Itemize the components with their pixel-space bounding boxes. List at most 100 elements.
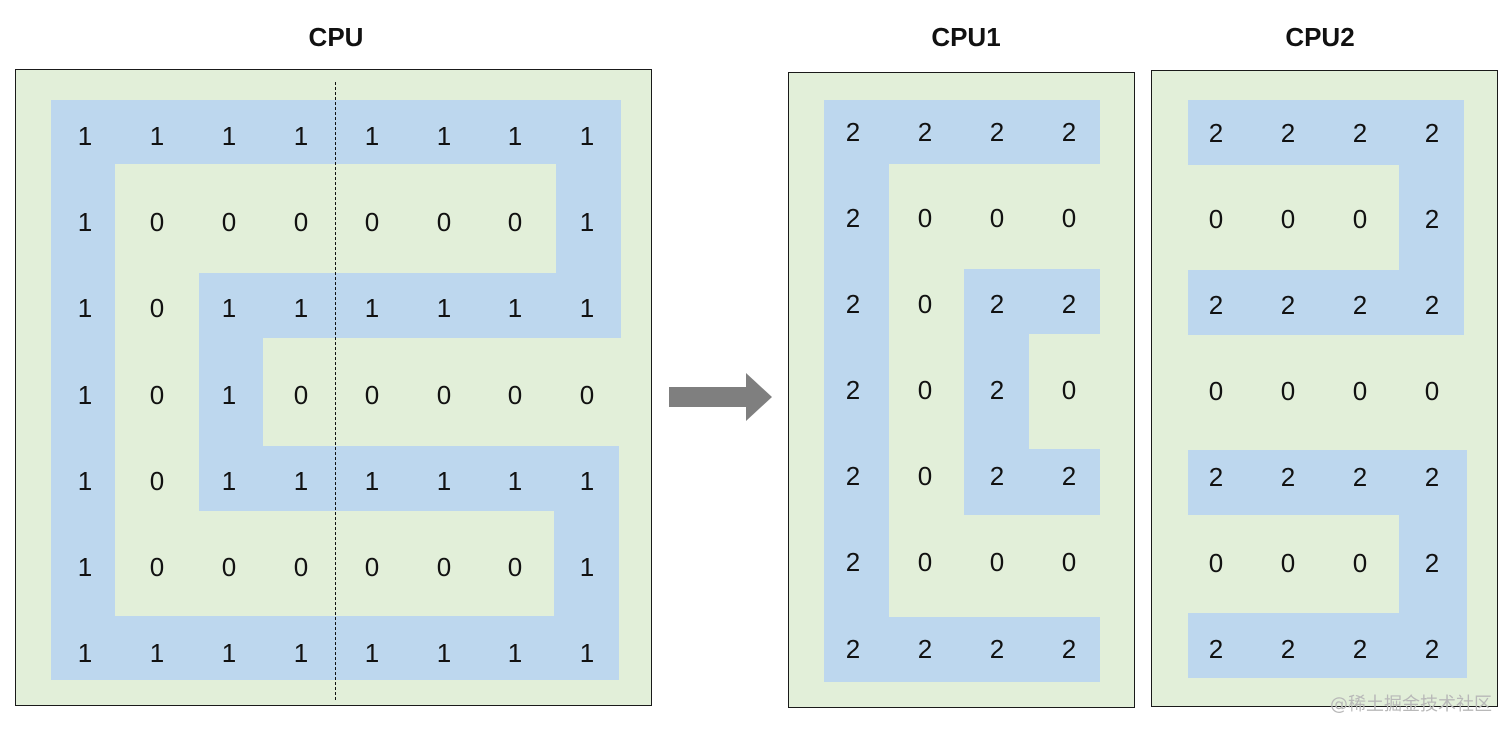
- cpu-cell: 1: [436, 637, 452, 668]
- cpu1-cell: 0: [989, 546, 1005, 577]
- cpu1-cell: 0: [917, 374, 933, 405]
- cpu-cell: 1: [364, 292, 380, 323]
- cpu-path-row-three: [199, 273, 621, 338]
- cpu2-cell: 0: [1352, 375, 1368, 406]
- cpu2-cell: 0: [1352, 547, 1368, 578]
- cpu-cell: 0: [149, 551, 165, 582]
- cpu2-cell: 2: [1352, 289, 1368, 320]
- cpu2-cell: 0: [1280, 547, 1296, 578]
- cpu2-path-bottom-row: [1188, 613, 1467, 678]
- cpu-path-top-row: [51, 100, 621, 164]
- cpu-cell: 1: [507, 637, 523, 668]
- cpu1-cell: 2: [917, 633, 933, 664]
- cpu-cell: 0: [364, 379, 380, 410]
- cpu-cell: 0: [507, 206, 523, 237]
- cpu-cell: 1: [364, 465, 380, 496]
- watermark-text: @稀土掘金技术社区: [1330, 694, 1492, 715]
- cpu2-cell: 0: [1280, 203, 1296, 234]
- cpu-cell: 0: [149, 379, 165, 410]
- cpu-cell: 1: [77, 206, 93, 237]
- cpu-cell: 1: [293, 292, 309, 323]
- cpu1-cell: 2: [1061, 116, 1077, 147]
- cpu1-cell: 2: [845, 288, 861, 319]
- cpu1-cell: 2: [845, 116, 861, 147]
- cpu-cell: 1: [436, 120, 452, 151]
- cpu2-path-row-three: [1188, 270, 1464, 335]
- cpu-cell: 1: [507, 465, 523, 496]
- cpu-cell: 1: [436, 465, 452, 496]
- cpu1-cell: 0: [917, 460, 933, 491]
- cpu2-cell: 2: [1208, 117, 1224, 148]
- cpu2-cell: 2: [1280, 633, 1296, 664]
- cpu-cell: 0: [507, 379, 523, 410]
- cpu2-title: CPU2: [1285, 22, 1355, 52]
- cpu2-cell: 0: [1424, 375, 1440, 406]
- cpu1-cell: 2: [1061, 288, 1077, 319]
- cpu-cell: 1: [364, 120, 380, 151]
- cpu-cell: 1: [77, 120, 93, 151]
- cpu1-path-left-column: [824, 100, 889, 682]
- cpu-path-left-column: [51, 100, 115, 680]
- cpu2-cell: 2: [1280, 461, 1296, 492]
- cpu1-cell: 2: [989, 633, 1005, 664]
- cpu-cell: 1: [221, 120, 237, 151]
- cpu1-cell: 0: [989, 202, 1005, 233]
- cpu1-cell: 2: [989, 116, 1005, 147]
- cpu-cell: 1: [221, 637, 237, 668]
- cpu-cell: 1: [77, 551, 93, 582]
- cpu1-path-row-five: [964, 449, 1100, 515]
- cpu-cell: 0: [221, 206, 237, 237]
- cpu-cell: 1: [77, 637, 93, 668]
- cpu2-cell: 2: [1424, 633, 1440, 664]
- cpu2-cell: 2: [1352, 633, 1368, 664]
- cpu-cell: 0: [293, 379, 309, 410]
- cpu2-cell: 2: [1424, 461, 1440, 492]
- cpu1-cell: 2: [989, 288, 1005, 319]
- cpu-cell: 1: [221, 465, 237, 496]
- cpu2-cell: 0: [1208, 547, 1224, 578]
- cpu1-cell: 0: [917, 202, 933, 233]
- cpu1-cell: 2: [989, 374, 1005, 405]
- cpu1-title: CPU1: [931, 22, 1001, 52]
- cpu1-cell: 2: [845, 202, 861, 233]
- cpu-path-right-column-lower: [554, 446, 619, 680]
- cpu2-cell: 2: [1352, 117, 1368, 148]
- cpu2-cell: 2: [1208, 289, 1224, 320]
- cpu-cell: 0: [364, 206, 380, 237]
- cpu-cell: 1: [77, 465, 93, 496]
- cpu1-cell: 0: [917, 288, 933, 319]
- cpu-cell: 1: [579, 551, 595, 582]
- cpu-cell: 0: [149, 206, 165, 237]
- cpu-cell: 1: [293, 465, 309, 496]
- cpu-path-row-five: [199, 446, 619, 511]
- cpu-cell: 1: [293, 120, 309, 151]
- cpu-cell: 0: [221, 551, 237, 582]
- cpu-cell: 1: [579, 465, 595, 496]
- cpu1-cell: 2: [845, 546, 861, 577]
- cpu-cell: 1: [436, 292, 452, 323]
- cpu1-cell: 2: [989, 460, 1005, 491]
- cpu1-cell: 0: [1061, 374, 1077, 405]
- cpu1-cell: 2: [845, 374, 861, 405]
- cpu-cell: 0: [149, 292, 165, 323]
- cpu-cell: 1: [579, 206, 595, 237]
- cpu2-cell: 0: [1208, 375, 1224, 406]
- cpu-cell: 1: [149, 120, 165, 151]
- cpu1-cell: 2: [917, 116, 933, 147]
- cpu2-cell: 0: [1280, 375, 1296, 406]
- cpu-cell: 0: [579, 379, 595, 410]
- cpu-cell: 0: [364, 551, 380, 582]
- cpu-cell: 1: [149, 637, 165, 668]
- cpu-cell: 1: [579, 120, 595, 151]
- cpu-cell: 1: [579, 292, 595, 323]
- cpu2-cell: 2: [1280, 289, 1296, 320]
- cpu-cell: 1: [221, 292, 237, 323]
- cpu1-cell: 2: [845, 633, 861, 664]
- cpu-cell: 1: [77, 292, 93, 323]
- cpu1-path-bottom-row: [824, 617, 1100, 682]
- cpu2-cell: 2: [1352, 461, 1368, 492]
- cpu-cell: 1: [579, 637, 595, 668]
